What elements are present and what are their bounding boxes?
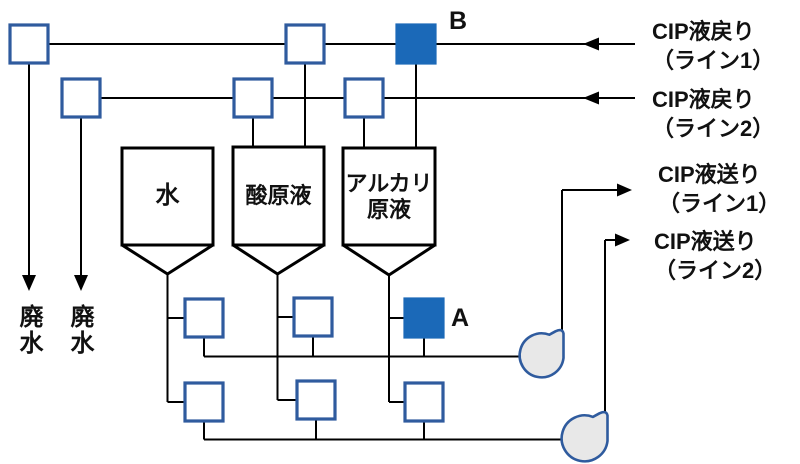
valve-b xyxy=(395,23,437,65)
cip-return-line2-label-row1: CIP液戻り xyxy=(652,87,755,112)
valve-top-row2-left xyxy=(60,77,102,119)
cip-return-line1-label-row1: CIP液戻り xyxy=(652,19,755,44)
valve-water-line1 xyxy=(183,297,225,339)
tank-alkali-label: アルカリ 原液 xyxy=(343,171,435,223)
tank-funnel xyxy=(342,243,436,277)
valve-top-row1-mid xyxy=(284,23,326,65)
valve-alkali-line2 xyxy=(403,381,445,423)
tank-acid xyxy=(231,145,326,276)
valve-acid-line2 xyxy=(295,379,337,421)
cip-supply-line2-label: CIP液送り （ライン2） xyxy=(654,227,776,285)
cip-supply-line1-label-row1: CIP液送り xyxy=(658,162,761,187)
valve-top-row2-right xyxy=(343,77,385,119)
pipe-network xyxy=(28,43,635,441)
tank-water-label: 水 xyxy=(155,182,180,209)
tank-alkali-label-line2: 原液 xyxy=(366,197,411,222)
valve-b-label: B xyxy=(449,7,468,35)
valve-top-row2-mid xyxy=(232,77,274,119)
supply-line1-arrow-icon xyxy=(617,183,632,197)
tank-body xyxy=(341,146,437,247)
cip-return-line1-label: CIP液戻り （ライン1） xyxy=(652,17,774,75)
valve-a xyxy=(403,297,445,339)
waste-arrow-2-icon xyxy=(74,275,88,291)
cip-return-line1-label-row2: （ライン1） xyxy=(652,48,775,73)
tank-water xyxy=(120,146,215,276)
tank-acid-label: 酸原液 xyxy=(245,183,312,208)
valve-top-row1-left xyxy=(8,23,50,65)
tank-alkali xyxy=(341,146,437,277)
valve-acid-line1 xyxy=(292,296,334,338)
cip-supply-line1-label: CIP液送り （ライン1） xyxy=(658,160,780,218)
cip-supply-line1-label-row2: （ライン1） xyxy=(658,191,781,216)
cip-supply-line2-label-row2: （ライン2） xyxy=(654,258,777,283)
cip-supply-line2-label-row1: CIP液送り xyxy=(654,229,757,254)
return-line2-arrow-icon xyxy=(583,91,599,105)
valve-a-label: A xyxy=(451,304,470,332)
tank-body xyxy=(231,145,326,247)
cip-return-line2-label-row2: （ライン2） xyxy=(652,116,775,141)
pump-line1 xyxy=(518,328,565,379)
tank-funnel xyxy=(121,243,214,276)
tank-body xyxy=(120,146,215,247)
waste-water-label-2: 廃水 xyxy=(66,304,93,356)
waste-water-label-1: 廃水 xyxy=(15,304,42,356)
valve-water-line2 xyxy=(183,381,225,423)
cip-return-line2-label: CIP液戻り （ライン2） xyxy=(652,85,774,143)
supply-line2-arrow-icon xyxy=(615,233,630,247)
pump-line2 xyxy=(560,410,609,463)
waste-arrow-1-icon xyxy=(22,275,36,291)
return-line1-arrow-icon xyxy=(583,37,599,51)
tank-alkali-label-line1: アルカリ xyxy=(345,171,433,196)
tank-funnel xyxy=(232,243,325,276)
